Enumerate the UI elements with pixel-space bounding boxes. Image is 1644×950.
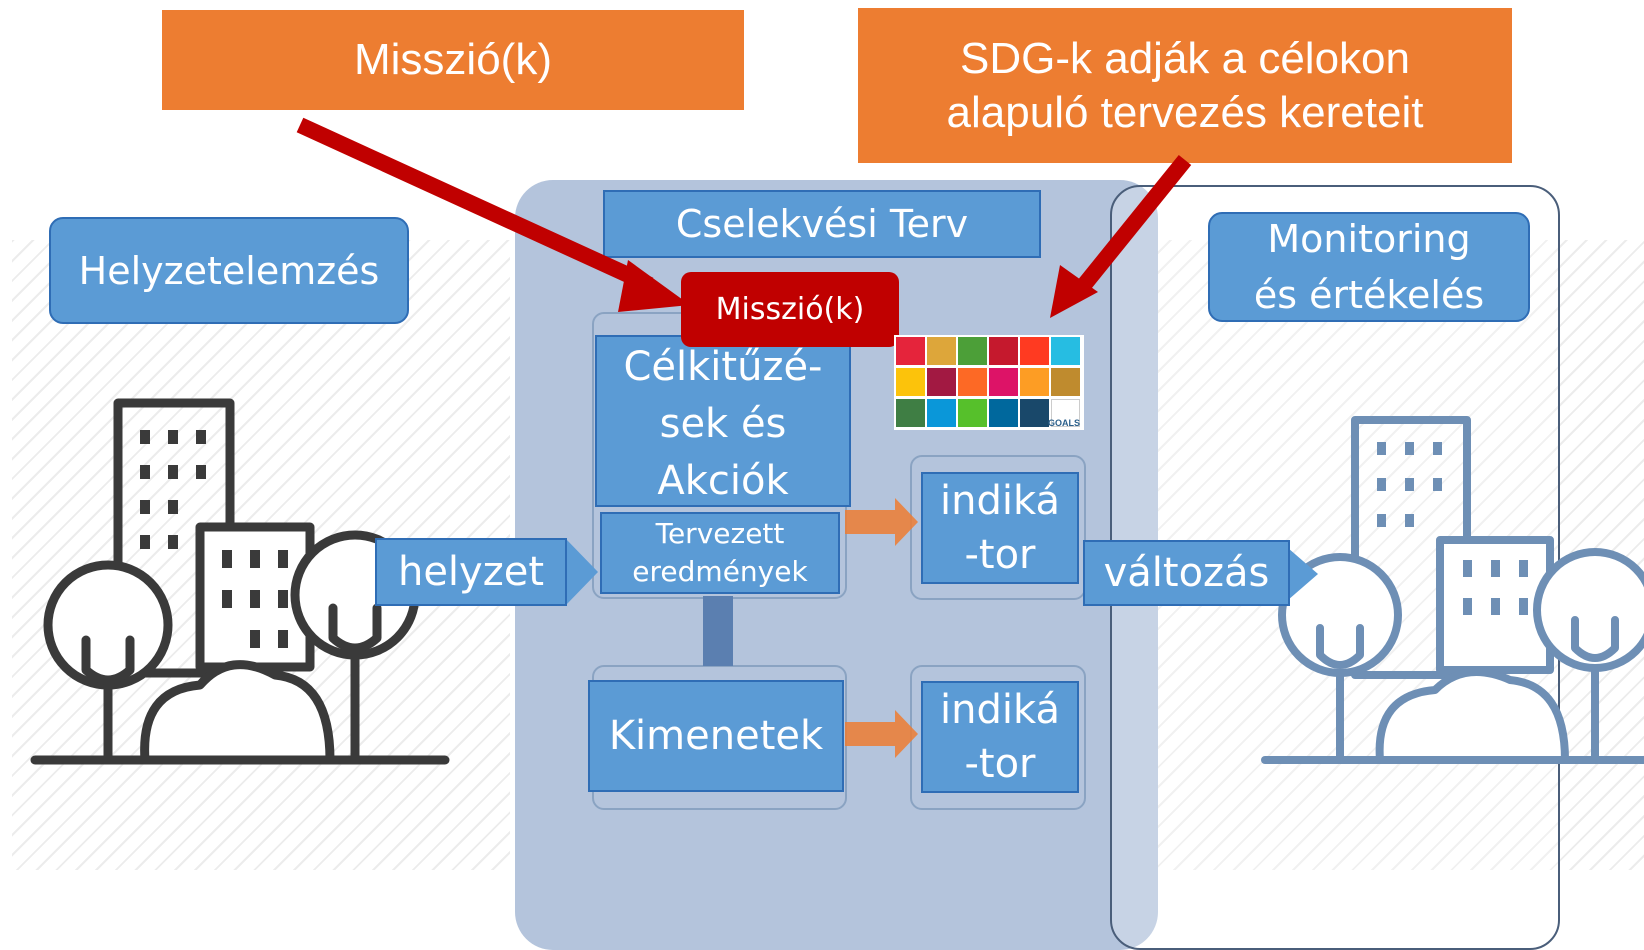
sdg-goal-tile [958, 368, 987, 396]
monitoring-label-line2: és értékelés [1253, 273, 1485, 317]
sdg-goal-tile [896, 368, 925, 396]
sdg-goal-tile [1051, 337, 1080, 365]
objectives-box: Célkitűzé- sek és Akciók [595, 335, 851, 507]
sdg-goal-tile [989, 337, 1018, 365]
sdg-goal-tile [927, 399, 956, 427]
sdg-goal-tile [1051, 399, 1080, 427]
monitoring-label-line1: Monitoring [1267, 217, 1471, 261]
objectives-label-line3: Akciók [657, 457, 789, 504]
sdg-header: SDG-k adják a célokon alapuló tervezés k… [858, 8, 1512, 163]
situation-label: helyzet [397, 549, 545, 595]
sdg-goal-tile [1020, 368, 1049, 396]
change-box: változás [1083, 540, 1290, 606]
red-arrowhead-1 [618, 260, 690, 312]
action-plan-label: Cselekvési Terv [675, 202, 969, 246]
indicator-1-line1: indiká [940, 478, 1060, 524]
mission-header: Misszió(k) [162, 10, 744, 110]
indicator-2-line1: indiká [940, 687, 1060, 733]
objectives-label-line1: Célkitűzé- [623, 343, 823, 390]
situation-analysis-box: Helyzetelemzés [49, 217, 409, 324]
change-label: változás [1103, 550, 1270, 596]
red-arrowhead-2 [1050, 265, 1098, 318]
planned-results-line1: Tervezett [655, 517, 785, 550]
indicator-1-line2: -tor [964, 532, 1036, 578]
objectives-label-line2: sek és [659, 400, 787, 447]
sdg-goal-tile [958, 399, 987, 427]
arrow-results-to-indicator [845, 498, 918, 546]
sdg-goal-tile [927, 337, 956, 365]
monitoring-box: Monitoring és értékelés [1208, 212, 1530, 322]
planned-results-box: Tervezett eredmények [600, 512, 840, 594]
mission-tag: Misszió(k) [681, 272, 899, 347]
city-icon-left [30, 398, 450, 765]
outputs-label: Kimenetek [608, 713, 824, 759]
sdg-goal-tile [989, 368, 1018, 396]
outputs-box: Kimenetek [588, 680, 844, 792]
sdg-goal-tile [958, 337, 987, 365]
sdg-header-line2: alapuló tervezés kereteit [946, 87, 1424, 137]
situation-box: helyzet [375, 538, 567, 606]
sdg-goal-tile [896, 399, 925, 427]
city-icon-right [1261, 416, 1644, 764]
vertical-connector [703, 596, 733, 666]
mission-tag-label: Misszió(k) [715, 292, 865, 327]
sdg-goal-tile [989, 399, 1018, 427]
sdg-goal-tile [1051, 368, 1080, 396]
sdg-goal-tile [896, 337, 925, 365]
mission-header-text: Misszió(k) [354, 35, 552, 84]
indicator-box-2: indiká -tor [921, 681, 1079, 793]
arrow-outputs-to-indicator [845, 710, 918, 758]
sdg-goal-tile [1020, 337, 1049, 365]
situation-arrow-tip [565, 538, 598, 606]
indicator-2-line2: -tor [964, 741, 1036, 787]
planned-results-line2: eredmények [632, 555, 808, 588]
sdg-goals-grid: GOALS [894, 335, 1084, 430]
indicator-box-1: indiká -tor [921, 472, 1079, 584]
change-arrow-tip [1288, 548, 1318, 600]
sdg-goal-tile [1020, 399, 1049, 427]
situation-analysis-label: Helyzetelemzés [78, 248, 380, 293]
sdg-goal-tile [927, 368, 956, 396]
sdg-header-line1: SDG-k adják a célokon [960, 33, 1410, 83]
sdg-goals-label: GOALS [1047, 418, 1080, 428]
action-plan-title: Cselekvési Terv [603, 190, 1041, 258]
